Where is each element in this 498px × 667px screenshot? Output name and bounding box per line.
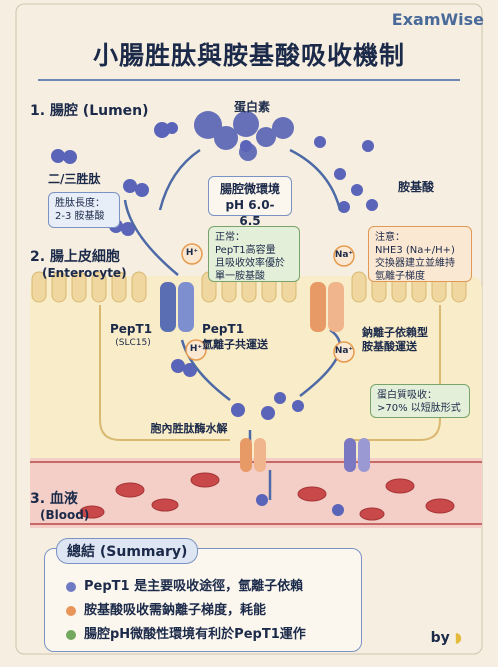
section-blood: 3. 血液 bbox=[30, 491, 78, 507]
label-pept1-cotransport-2: 氫離子共運送 bbox=[202, 338, 268, 351]
box-protein-absorb-line2: >70% 以短肽形式 bbox=[377, 403, 461, 414]
banana-icon: ◗ bbox=[454, 630, 462, 646]
label-na-dependent-2: 胺基酸運送 bbox=[362, 340, 417, 353]
box-normal-line1: 正常： bbox=[215, 232, 245, 243]
summary-bullet-icon bbox=[66, 629, 76, 640]
title-divider bbox=[38, 79, 460, 81]
label-protein: 蛋白素 bbox=[233, 100, 270, 114]
summary-bullet-icon bbox=[66, 581, 76, 592]
label-pept1: PepT1 bbox=[110, 322, 153, 336]
label-pept1-cotransport-1: PepT1 bbox=[202, 322, 245, 336]
summary-item-2: 胺基酸吸收需鈉離子梯度，耗能 bbox=[66, 599, 266, 618]
section-blood-en: (Blood) bbox=[40, 508, 90, 522]
h-ion-cell: H⁺ bbox=[189, 344, 203, 354]
cell-outline-left bbox=[99, 305, 230, 441]
box-normal-line4: 單一胺基酸 bbox=[215, 271, 265, 282]
summary-box bbox=[44, 548, 362, 652]
summary-item-2-text: 胺基酸吸收需鈉離子梯度，耗能 bbox=[84, 603, 267, 618]
box-microenv-line2: pH 6.0-6.5 bbox=[225, 198, 275, 228]
transporter-pept1-apical bbox=[160, 282, 194, 332]
box-peptide-length-line1: 胜肽長度： bbox=[55, 198, 105, 209]
box-note-line2: NHE3 (Na+/H+) bbox=[375, 245, 455, 256]
box-protein-absorption: 蛋白質吸收： >70% 以短肽形式 bbox=[370, 384, 470, 418]
summary-item-3-text: 腸腔pH微酸性環境有利於PepT1運作 bbox=[84, 627, 306, 642]
na-ion-cell: Na⁺ bbox=[334, 346, 354, 356]
box-normal-line2: PepT1高容量 bbox=[215, 245, 276, 256]
label-amino-acids: 胺基酸 bbox=[397, 180, 434, 194]
h-ion-apical: H⁺ bbox=[185, 248, 199, 258]
box-peptide-length: 胜肽長度： 2-3 胺基酸 bbox=[48, 192, 120, 228]
enterocyte-layer bbox=[30, 276, 482, 468]
box-note-line4: 氫離子梯度 bbox=[375, 271, 425, 282]
box-normal-line3: 且吸收效率優於 bbox=[215, 258, 285, 269]
summary-item-1-text: PepT1 是主要吸收途徑，氫離子依賴 bbox=[84, 579, 304, 594]
summary-item-3: 腸腔pH微酸性環境有利於PepT1運作 bbox=[66, 623, 306, 642]
label-hydrolysis: 胞內胜肽酶水解 bbox=[150, 422, 228, 435]
section-lumen: 1. 腸腔 (Lumen) bbox=[30, 103, 149, 119]
box-protein-absorb-line1: 蛋白質吸收： bbox=[377, 390, 437, 401]
transporter-na-apical bbox=[310, 282, 344, 332]
page-title: 小腸胜肽與胺基酸吸收機制 bbox=[92, 41, 405, 70]
label-na-dependent-1: 鈉離子依賴型 bbox=[362, 326, 428, 339]
summary-item-1: PepT1 是主要吸收途徑，氫離子依賴 bbox=[66, 575, 303, 594]
red-blood-cells bbox=[79, 472, 455, 521]
cell-outline-right bbox=[350, 305, 441, 441]
box-note-line1: 注意： bbox=[375, 232, 405, 243]
box-microenvironment: 腸腔微環境 pH 6.0-6.5 bbox=[208, 176, 292, 228]
summary-bullet-icon bbox=[66, 605, 76, 616]
summary-title: 總結 (Summary) bbox=[56, 538, 199, 564]
protein-cluster bbox=[194, 111, 294, 161]
box-peptide-length-line2: 2-3 胺基酸 bbox=[55, 211, 105, 222]
brand-logo: ExamWise bbox=[391, 10, 484, 29]
box-normal: 正常： PepT1高容量 且吸收效率優於 單一胺基酸 bbox=[208, 226, 300, 282]
transporter-basolateral-purple bbox=[344, 438, 370, 472]
label-peptides: 二/三胜肽 bbox=[48, 172, 101, 186]
byline-text: by bbox=[430, 630, 450, 646]
section-enterocyte: 2. 腸上皮細胞 bbox=[30, 249, 120, 265]
peptide-dots bbox=[51, 122, 378, 516]
box-note-line3: 交換器建立並維持 bbox=[375, 258, 455, 269]
label-slc15: (SLC15) bbox=[115, 338, 151, 348]
na-ion-apical: Na⁺ bbox=[334, 250, 354, 260]
transporter-basolateral-orange bbox=[240, 438, 266, 472]
byline: by ◗ bbox=[431, 630, 462, 646]
ion-markers bbox=[181, 243, 355, 363]
box-note: 注意： NHE3 (Na+/H+) 交換器建立並維持 氫離子梯度 bbox=[368, 226, 472, 282]
section-enterocyte-en: (Enterocyte) bbox=[42, 266, 127, 280]
box-microenv-line1: 腸腔微環境 bbox=[219, 182, 280, 196]
